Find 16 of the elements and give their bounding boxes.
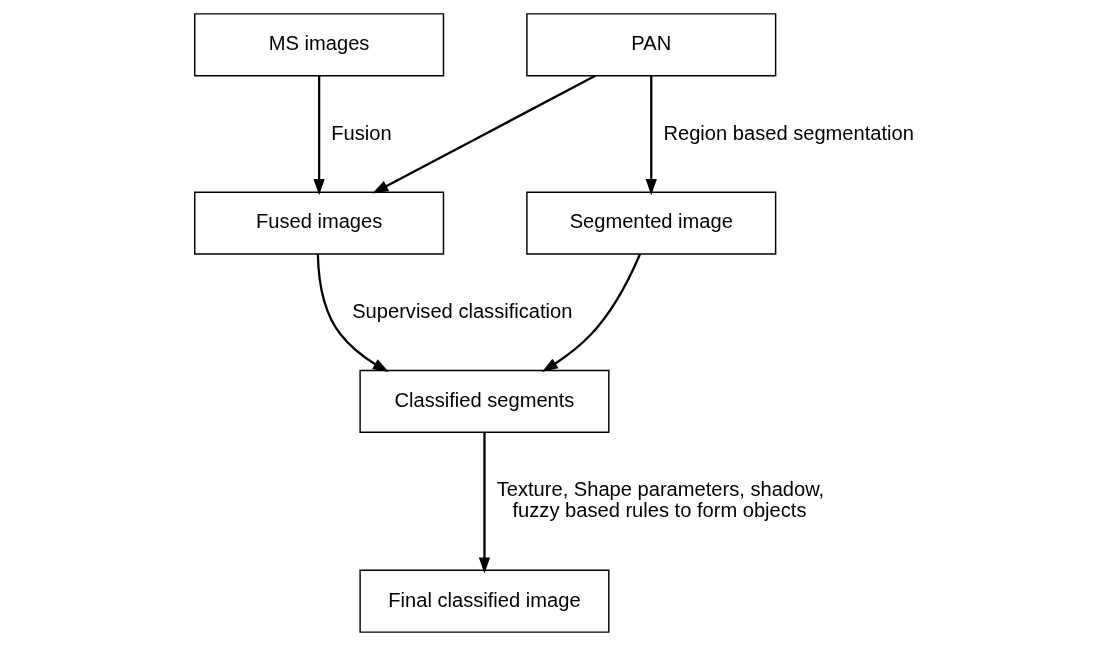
node-box: Final classified image [358,569,610,633]
arrow [478,432,490,574]
node-box: Classified segments [358,369,610,433]
edge-label: Supervised classification [351,300,572,323]
arrow [541,253,641,373]
node-box: MS images [193,13,444,77]
arrow [316,254,389,373]
arrow [645,76,657,196]
arrow [312,76,325,196]
arrow [371,74,596,194]
edge-label: Texture, Shape parameters, shadow, fuzzy based rules to form objects [496,477,824,522]
edge-label: Region based segmentation [662,121,914,144]
node-box: PAN [525,13,776,77]
edge-label: Fusion [330,121,392,144]
node-box: Segmented image [525,191,776,255]
node-box: Fused images [193,191,444,255]
